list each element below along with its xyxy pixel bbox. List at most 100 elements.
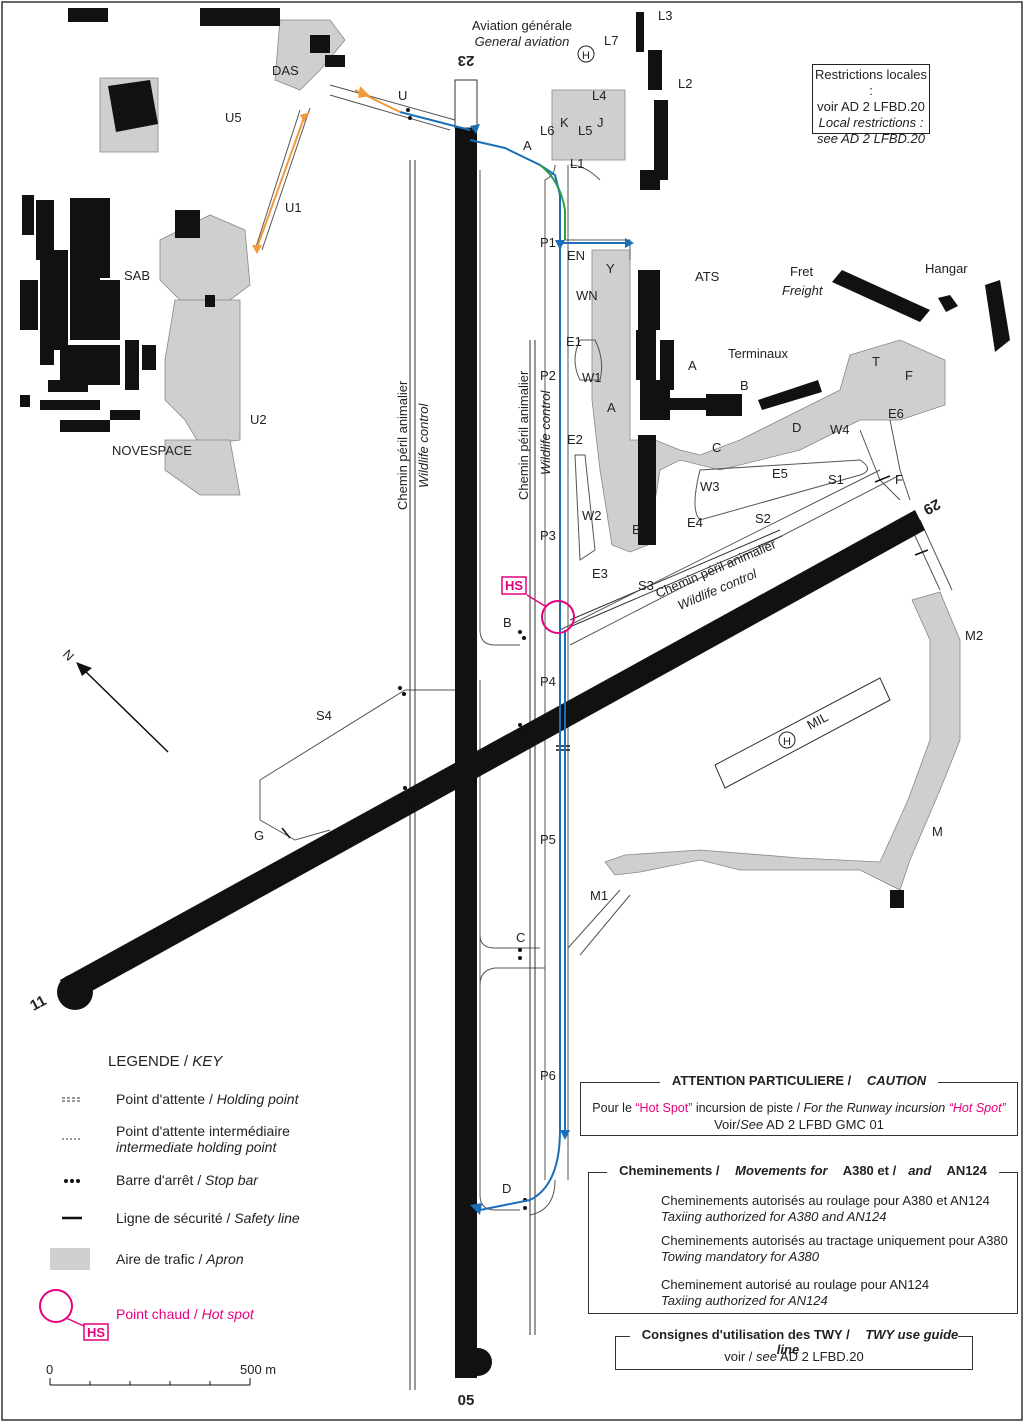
svg-text:J: J (597, 115, 604, 130)
svg-text:P5: P5 (540, 832, 556, 847)
svg-text:M1: M1 (590, 888, 608, 903)
legend-title: LEGENDE / KEY (108, 1053, 223, 1070)
svg-text:U: U (398, 88, 407, 103)
svg-text:A: A (688, 358, 697, 373)
twy-guide-box: Consignes d'utilisation des TWY / TWY us… (615, 1327, 973, 1370)
svg-text:L6: L6 (540, 123, 554, 138)
svg-text:E6: E6 (888, 406, 904, 421)
svg-text:0: 0 (46, 1362, 53, 1377)
svg-text:C: C (712, 440, 721, 455)
wildlife-road-p-en: Wildlife control (538, 389, 553, 475)
svg-text:E2: E2 (567, 432, 583, 447)
svg-text:Freight: Freight (782, 283, 824, 298)
restrictions-line1: Restrictions locales : (815, 67, 927, 98)
caution-line1: Pour le “Hot Spot” incursion de piste / … (592, 1101, 1006, 1115)
runway-11-29 (60, 510, 925, 1002)
restrictions-line2: voir AD 2 LFBD.20 (817, 99, 925, 114)
taxiway-outlines (254, 84, 953, 1216)
svg-text:HS: HS (87, 1325, 105, 1340)
military-helipad-area (714, 677, 891, 789)
svg-text:H: H (582, 50, 590, 62)
caution-line2: Voir/See AD 2 LFBD GMC 01 (714, 1117, 884, 1132)
svg-text:DAS: DAS (272, 63, 299, 78)
apron-sab-north (159, 214, 251, 301)
svg-text:T: T (872, 354, 880, 369)
svg-text:NOVESPACE: NOVESPACE (112, 443, 192, 458)
route-an124 (539, 164, 566, 240)
svg-text:E3: E3 (592, 566, 608, 581)
svg-text:Hangar: Hangar (925, 261, 968, 276)
runway-05-23 (455, 128, 477, 1378)
runway-11-label: 11 (27, 992, 49, 1014)
svg-text:L7: L7 (604, 33, 618, 48)
runway-29-label: 29 (920, 495, 943, 518)
apron-novespace (164, 439, 241, 496)
holding-points (281, 475, 929, 839)
map-labels: DAS U U5 U1 U2 SAB NOVESPACE A L3 L7 L2 … (112, 8, 983, 1196)
svg-text:Fret: Fret (790, 264, 814, 279)
ga-label-en: General aviation (475, 34, 570, 49)
movement-orange-text: Cheminements autorisés au tractage uniqu… (661, 1233, 1008, 1264)
heliport-mil-icon (778, 731, 796, 749)
svg-text:L4: L4 (592, 88, 606, 103)
svg-text:S3: S3 (638, 578, 654, 593)
svg-text:Y: Y (606, 261, 615, 276)
route-arrowheads (470, 124, 634, 1215)
caution-title: ATTENTION PARTICULIERE / CAUTION (581, 1073, 1017, 1088)
svg-text:K: K (560, 115, 569, 130)
restrictions-line4: see AD 2 LFBD.20 (817, 131, 925, 146)
svg-text:A: A (523, 138, 532, 153)
legend-holding-point: Point d'attente / Holding point (116, 1091, 299, 1107)
svg-text:500 m: 500 m (240, 1362, 276, 1377)
hot-spot-label: HS (505, 578, 523, 593)
svg-text:ATS: ATS (695, 269, 720, 284)
legend-safety-line: Ligne de sécurité / Safety line (116, 1210, 300, 1226)
svg-text:U1: U1 (285, 200, 302, 215)
svg-text:W1: W1 (582, 370, 602, 385)
svg-text:P4: P4 (540, 674, 556, 689)
svg-text:S4: S4 (316, 708, 332, 723)
svg-text:B: B (503, 615, 512, 630)
scale-bar: 0 500 m (46, 1362, 276, 1386)
svg-text:B: B (632, 522, 641, 537)
svg-text:D: D (502, 1181, 511, 1196)
svg-text:F: F (905, 368, 913, 383)
svg-text:WN: WN (576, 288, 598, 303)
legend-apron: Aire de trafic / Apron (116, 1251, 244, 1267)
wildlife-control-roads (409, 160, 783, 1390)
svg-text:EN: EN (567, 248, 585, 263)
svg-text:P1: P1 (540, 235, 556, 250)
svg-text:P6: P6 (540, 1068, 556, 1083)
runway-23-label: 23 (458, 52, 475, 69)
apron-sab (164, 299, 241, 446)
caution-box: ATTENTION PARTICULIERE / CAUTION Pour le… (580, 1073, 1018, 1136)
svg-text:S1: S1 (828, 472, 844, 487)
svg-text:L3: L3 (658, 8, 672, 23)
wildlife-road-west-en: Wildlife control (416, 402, 431, 488)
movements-box: Cheminements / Movements for A380 et /an… (588, 1163, 1018, 1314)
svg-text:S2: S2 (755, 511, 771, 526)
svg-text:H: H (783, 736, 791, 748)
svg-text:M2: M2 (965, 628, 983, 643)
svg-text:M: M (932, 824, 943, 839)
svg-text:L2: L2 (678, 76, 692, 91)
route-a380-an124 (469, 139, 561, 1211)
wildlife-road-west-fr: Chemin péril animalier (395, 380, 410, 510)
svg-text:P2: P2 (540, 368, 556, 383)
svg-text:U2: U2 (250, 412, 267, 427)
runways (57, 79, 925, 1378)
stop-bars (398, 108, 528, 1210)
svg-text:Terminaux: Terminaux (728, 346, 788, 361)
wildlife-road-p-fr: Chemin péril animalier (516, 370, 531, 500)
svg-text:F: F (895, 472, 903, 487)
apron-general-aviation (551, 89, 626, 161)
twy-guide-line: voir / see AD 2 LFBD.20 (724, 1349, 864, 1364)
movement-routes (257, 89, 625, 1211)
svg-text:W4: W4 (830, 422, 850, 437)
buildings (20, 8, 1010, 908)
twy-guide-title: Consignes d'utilisation des TWY / TWY us… (616, 1327, 972, 1357)
